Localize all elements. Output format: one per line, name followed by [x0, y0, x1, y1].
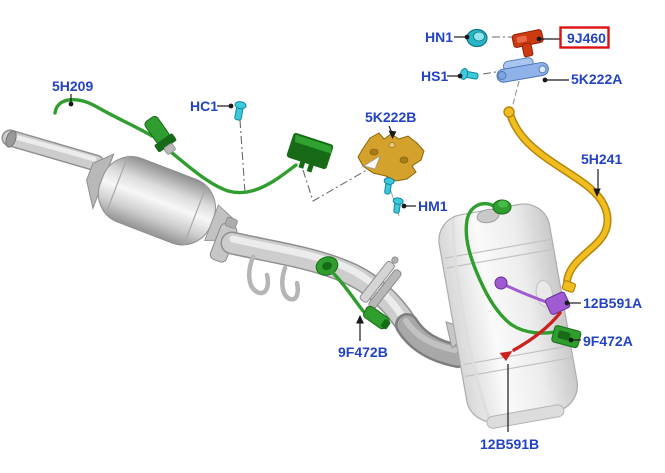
install-line-hc1: [239, 119, 246, 194]
part-label-hs1[interactable]: HS1: [421, 68, 448, 84]
install-direction-arrow: [363, 155, 381, 170]
tube-end-fitting-bottom: [561, 280, 577, 293]
part-9j460-sensor: [511, 29, 544, 58]
part-hn1-nut: [466, 28, 488, 48]
pipe-open-end: [5, 130, 17, 148]
tube-end-fitting-top: [503, 106, 515, 118]
mid-exhaust-pipe: [220, 231, 419, 337]
part-9f472b-oxygen-sensor: [315, 256, 391, 330]
exhaust-hanger-front: [247, 254, 271, 296]
part-label-5k222b[interactable]: 5K222B: [365, 109, 416, 125]
part-5h209-oxygen-sensor: [53, 98, 298, 195]
part-label-5k222a[interactable]: 5K222A: [571, 71, 622, 87]
part-hc1-bolt: [234, 101, 247, 121]
part-label-9j460[interactable]: 9J460: [567, 30, 606, 46]
part-label-hm1[interactable]: HM1: [418, 198, 448, 214]
install-line-bracket: [302, 166, 373, 202]
part-12b591a-connector: [494, 276, 571, 315]
part-5k222b-bracket: [357, 132, 425, 182]
part-label-hn1[interactable]: HN1: [425, 29, 453, 45]
front-exhaust-pipe: [1, 129, 105, 172]
part-hm1-bolt: [392, 197, 404, 214]
part-hm1-bolt-upper: [383, 177, 395, 195]
muffler-inlet-pipe: [395, 313, 470, 368]
catalytic-converter: [86, 153, 235, 246]
part-label-5h209[interactable]: 5H209: [52, 78, 93, 94]
part-label-9f472b[interactable]: 9F472B: [338, 344, 388, 360]
part-9f472a-oxygen-sensor: [464, 199, 582, 349]
green-module-connector: [286, 132, 334, 173]
part-label-9f472a[interactable]: 9F472A: [583, 333, 633, 349]
part-label-hc1[interactable]: HC1: [190, 98, 218, 114]
part-label-5h241[interactable]: 5H241: [581, 151, 622, 167]
rear-muffler: [438, 203, 579, 429]
part-5k222a-bracket: [496, 57, 549, 83]
leader-lines: [68, 34, 601, 432]
part-label-12b591a[interactable]: 12B591A: [583, 295, 642, 311]
highlight-box-9j460: [559, 26, 610, 49]
part-hs1-bolt: [460, 68, 479, 80]
red-wire-arrow: [499, 351, 513, 361]
part-label-12b591b[interactable]: 12B591B: [480, 436, 539, 452]
part-5h241-tube: [503, 106, 612, 293]
part-12b591b-wire: [499, 311, 562, 361]
exhaust-hanger-rear: [280, 265, 300, 302]
